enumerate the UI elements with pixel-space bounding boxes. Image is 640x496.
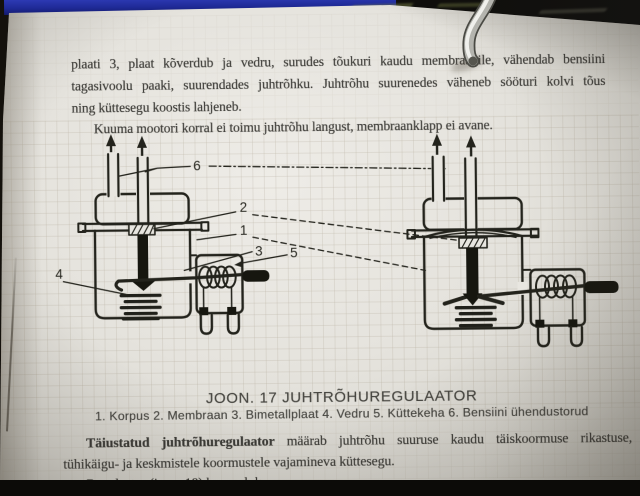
body-text-line-clipped: Regulaator (joon. 18) koosneb k [86,474,262,492]
binder-wire [462,0,496,68]
heater-box [195,253,244,315]
right-regulator-drawing [406,133,619,348]
fuel-pipes [106,152,151,230]
body-text-line: tagasivoolu paaki, suurendades juhtrõhku… [71,73,606,94]
figure-callouts: 6 2 1 3 5 4 [55,158,298,282]
callout-6: 6 [193,158,201,173]
heater-box [529,268,587,327]
housing-body [422,235,525,331]
actuator-rod [584,280,619,294]
callout-4: 4 [55,267,63,282]
spring [119,293,162,321]
fuel-pipes [431,154,478,239]
membrane [128,223,156,236]
heater-coil [198,265,237,289]
lead-rest-text: määrab juhtrõhu suuruse kaudu täiskoormu… [274,429,633,449]
body-text-line: ning küttesegu koostis lahjeneb. [71,98,242,116]
valve-tip [131,280,156,291]
scratch-mark [538,7,608,15]
figure-caption-parts: 1. Korpus 2. Membraan 3. Bimetallplaat 4… [95,404,589,424]
heater-coil [535,274,578,299]
bimetal-plate [114,272,248,292]
bold-lead-text: Täiustatud juhtrõhuregulaator [86,433,275,451]
terminal-legs [535,296,584,348]
callout-1: 1 [240,223,248,238]
terminal-legs [199,286,241,335]
callout-2: 2 [240,200,248,215]
actuator-rod [242,270,270,282]
callout-5: 5 [290,245,298,260]
pusher-rod [137,234,149,281]
membrane-curved [422,228,524,249]
arrow-up-icon [432,133,477,160]
callout-3: 3 [255,244,263,259]
spring [454,305,497,328]
page-content: plaati 3, plaat kõverdub ja vedru, surud… [0,10,640,480]
document-page: plaati 3, plaat kõverdub ja vedru, surud… [0,5,640,480]
figure-diagram: 6 2 1 3 5 4 [55,133,619,348]
pusher-rod [466,247,479,296]
left-regulator-drawing [77,134,270,335]
